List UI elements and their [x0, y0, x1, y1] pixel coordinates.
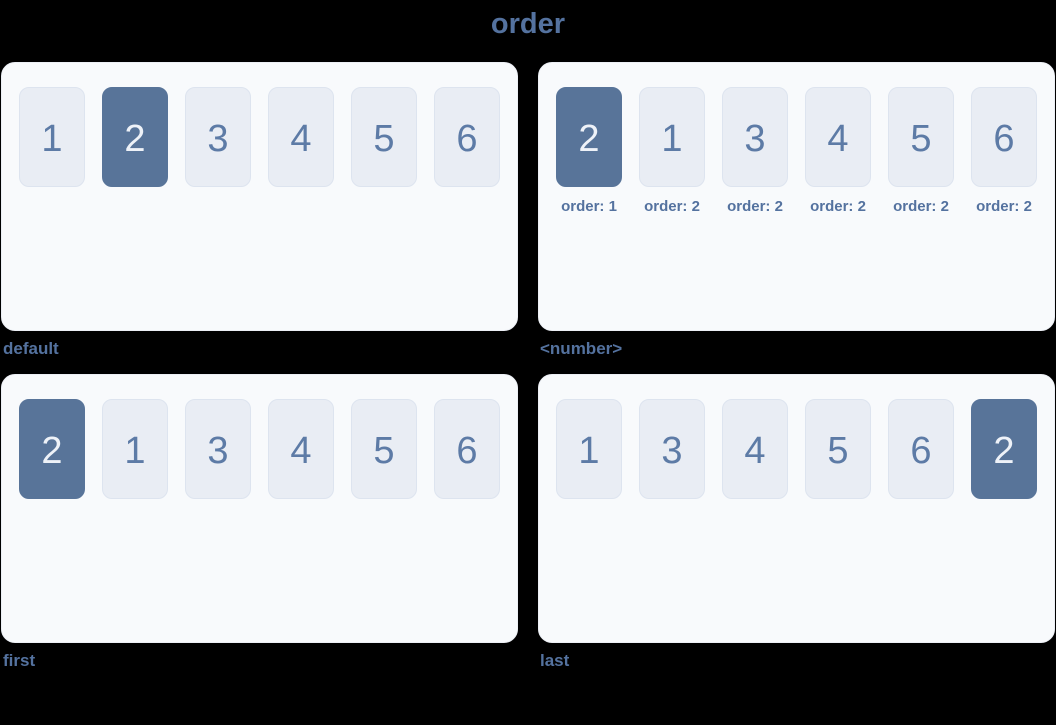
flex-item-column: 3 — [185, 87, 251, 187]
flex-item: 5 — [805, 399, 871, 499]
flex-item-column: 2 — [19, 399, 85, 499]
flex-item: 4 — [268, 87, 334, 187]
flex-item-column: 4 order: 2 — [805, 87, 871, 215]
flex-item-column: 6 order: 2 — [971, 87, 1037, 215]
flex-item-highlighted: 2 — [102, 87, 168, 187]
flex-item-highlighted: 2 — [556, 87, 622, 187]
flex-item: 3 — [185, 87, 251, 187]
flex-item-column: 3 — [639, 399, 705, 499]
flex-item-column: 3 — [185, 399, 251, 499]
flex-item-column: 5 order: 2 — [888, 87, 954, 215]
flex-item: 4 — [268, 399, 334, 499]
flex-item: 5 — [888, 87, 954, 187]
flex-item-column: 2 — [971, 399, 1037, 499]
panel-label-last: last — [540, 651, 570, 670]
flex-item-column: 2 — [102, 87, 168, 187]
item-order-label: order: 2 — [893, 198, 949, 215]
flex-item: 6 — [971, 87, 1037, 187]
flex-item: 3 — [185, 399, 251, 499]
panel-cell-number: 2 order: 1 1 order: 2 3 order: 2 4 order: 2 5 ord… — [538, 62, 1055, 359]
flex-item-column: 3 order: 2 — [722, 87, 788, 215]
item-order-label: order: 2 — [810, 198, 866, 215]
flex-item-column: 1 — [102, 399, 168, 499]
item-order-label: order: 2 — [727, 198, 783, 215]
item-order-label: order: 2 — [644, 198, 700, 215]
flex-item: 3 — [722, 87, 788, 187]
flex-item: 6 — [434, 87, 500, 187]
flex-item: 6 — [434, 399, 500, 499]
flex-item: 1 — [19, 87, 85, 187]
flex-item: 4 — [722, 399, 788, 499]
flex-item-column: 1 order: 2 — [639, 87, 705, 215]
flex-item: 1 — [556, 399, 622, 499]
flex-item: 5 — [351, 399, 417, 499]
flex-item-column: 2 order: 1 — [556, 87, 622, 215]
flex-item-highlighted: 2 — [19, 399, 85, 499]
item-order-label: order: 2 — [976, 198, 1032, 215]
flex-item-column: 5 — [351, 87, 417, 187]
flex-item-column: 4 — [268, 87, 334, 187]
flex-item-column: 5 — [351, 399, 417, 499]
page-title: order — [490, 8, 566, 40]
flex-item: 3 — [639, 399, 705, 499]
flex-item: 4 — [805, 87, 871, 187]
panel-label-first: first — [3, 651, 36, 670]
flex-item-column: 1 — [19, 87, 85, 187]
flex-item: 1 — [102, 399, 168, 499]
flex-item-column: 4 — [722, 399, 788, 499]
panel-label-number: <number> — [540, 339, 623, 358]
flex-item-column: 4 — [268, 399, 334, 499]
flex-item-highlighted: 2 — [971, 399, 1037, 499]
flex-container-demo-number: 2 order: 1 1 order: 2 3 order: 2 4 order: 2 5 ord… — [538, 62, 1055, 331]
flex-item-column: 1 — [556, 399, 622, 499]
flex-item: 1 — [639, 87, 705, 187]
flex-item-column: 6 — [434, 399, 500, 499]
item-order-label: order: 1 — [561, 198, 617, 215]
flex-item-column: 6 — [888, 399, 954, 499]
flex-item-column: 6 — [434, 87, 500, 187]
flex-items-row: 2 order: 1 1 order: 2 3 order: 2 4 order: 2 5 ord… — [556, 87, 1037, 215]
flex-item: 5 — [351, 87, 417, 187]
flex-item: 6 — [888, 399, 954, 499]
panel-label-default: default — [3, 339, 59, 358]
flex-item-column: 5 — [805, 399, 871, 499]
